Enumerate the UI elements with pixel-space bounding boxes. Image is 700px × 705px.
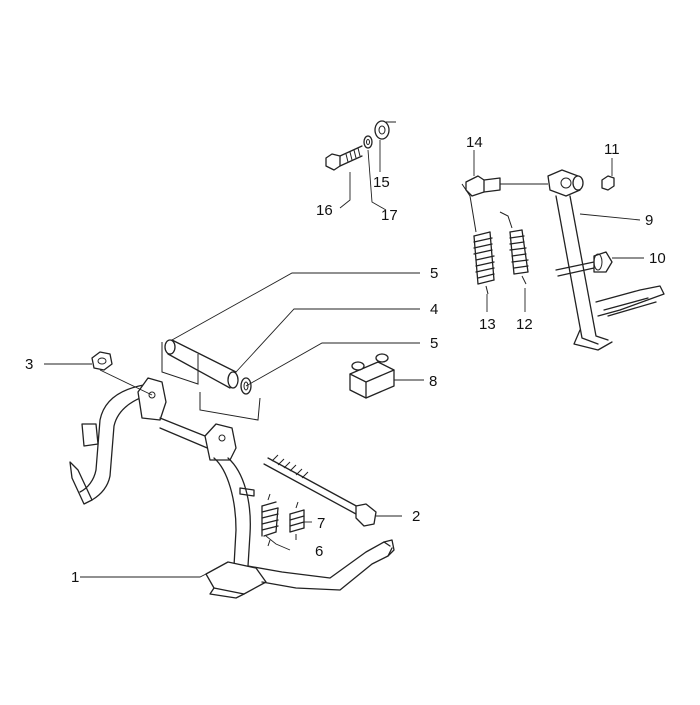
side-stand[interactable] (547, 169, 665, 351)
nut[interactable] (91, 351, 113, 371)
callout-14: 14 (466, 134, 483, 151)
side-stand-pivot-bolt[interactable] (465, 175, 548, 197)
leader-lines (44, 140, 644, 578)
rubber-buffer[interactable] (349, 353, 395, 399)
return-spring-small[interactable] (289, 501, 305, 540)
side-stand-rubber[interactable] (555, 251, 613, 277)
callout-12: 12 (516, 316, 533, 333)
callout-9: 9 (645, 212, 653, 229)
callout-2: 2 (412, 508, 420, 525)
washer[interactable] (363, 135, 373, 149)
callout-17: 17 (381, 207, 398, 224)
callout-10: 10 (649, 250, 666, 267)
pivot-bolt[interactable] (263, 454, 377, 527)
callout-1: 1 (71, 569, 79, 586)
callout-6: 6 (315, 543, 323, 560)
callout-7: 7 (317, 515, 325, 532)
callout-8: 8 (429, 373, 437, 390)
callout-16: 16 (316, 202, 333, 219)
side-stand-nut[interactable] (601, 175, 615, 191)
side-stand-spring-inner[interactable] (499, 211, 529, 285)
callout-labels: 1 2 3 4 5 5 6 7 8 9 10 11 12 13 14 15 16… (25, 134, 666, 586)
center-stand[interactable] (69, 377, 395, 599)
callout-11: 11 (604, 141, 620, 158)
callout-3: 3 (25, 356, 33, 373)
callout-5-upper: 5 (430, 265, 438, 282)
side-stand-spring-outer[interactable] (461, 183, 495, 295)
callout-13: 13 (479, 316, 496, 333)
spacer[interactable] (374, 120, 396, 140)
bushing-assembly[interactable] (161, 339, 261, 421)
callout-4: 4 (430, 301, 438, 318)
return-spring-large[interactable] (261, 493, 279, 547)
callout-5-lower: 5 (430, 335, 438, 352)
mounting-bolt[interactable] (325, 145, 363, 171)
callout-15: 15 (373, 174, 390, 191)
